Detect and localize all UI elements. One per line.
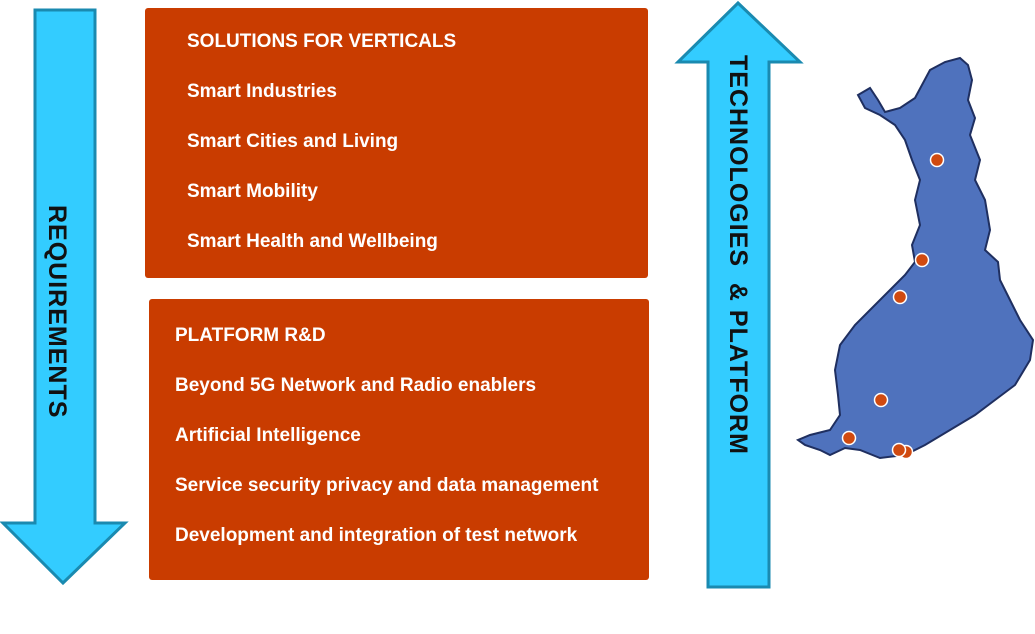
city-dot [891, 442, 907, 458]
city-dot [873, 392, 889, 408]
city-dot [929, 152, 945, 168]
platform-item: Artificial Intelligence [175, 425, 361, 446]
solutions-item: Smart Cities and Living [187, 131, 399, 152]
platform-item: Beyond 5G Network and Radio enablers [175, 375, 537, 396]
finland-map [795, 56, 1035, 460]
down-arrow [0, 8, 129, 586]
city-dot [841, 430, 857, 446]
platform-box: PLATFORM R&D Beyond 5G Network and Radio… [149, 299, 649, 580]
technologies-platform-label: TECHNOLOGIES & PLATFORM [724, 55, 752, 455]
city-dot [892, 289, 908, 305]
solutions-title: SOLUTIONS FOR VERTICALS [187, 31, 457, 52]
solutions-item: Smart Health and Wellbeing [187, 231, 438, 252]
solutions-item: Smart Industries [187, 81, 337, 102]
platform-title: PLATFORM R&D [175, 325, 326, 346]
up-arrow [674, 0, 804, 589]
city-dot [914, 252, 930, 268]
solutions-box: SOLUTIONS FOR VERTICALS Smart Industries… [145, 8, 648, 278]
requirements-label: REQUIREMENTS [43, 205, 71, 419]
solutions-item: Smart Mobility [187, 181, 318, 202]
platform-item: Development and integration of test netw… [175, 525, 578, 546]
platform-item: Service security privacy and data manage… [175, 475, 599, 496]
